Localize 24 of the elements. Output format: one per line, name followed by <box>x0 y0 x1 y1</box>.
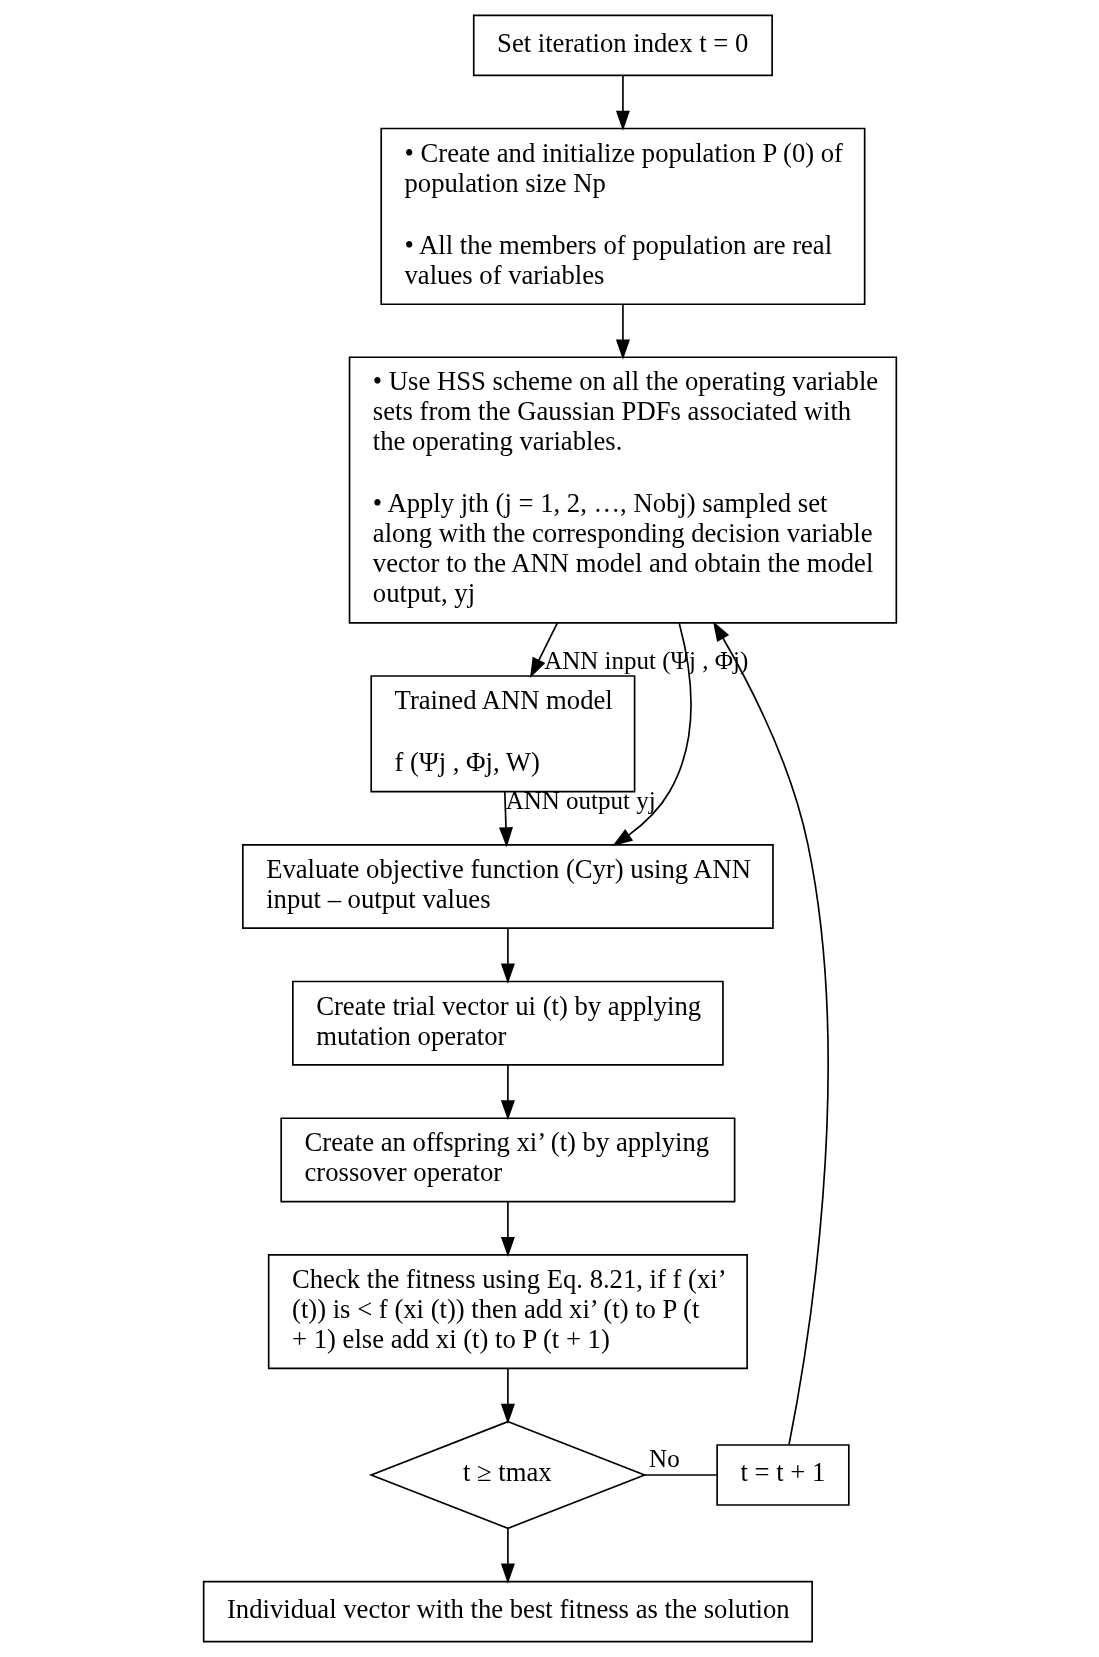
node-box: t = t + 1 <box>715 1444 850 1506</box>
arrow <box>611 622 692 846</box>
node-box: Create an offspring xi’ (t) by applying crossover operator <box>279 1117 735 1203</box>
node-box: Trained ANN model f (Ψj , Φj, W) <box>369 675 635 793</box>
connector <box>643 1474 717 1476</box>
node-box: • Create and initialize population P (0) of population size Np • All the members of population are real values of variables <box>379 127 865 306</box>
arrow <box>500 1367 515 1424</box>
node-box: Set iteration index t = 0 <box>472 14 773 77</box>
arrow <box>529 622 558 678</box>
arrow <box>500 1064 515 1121</box>
arrow <box>498 790 513 848</box>
arrow <box>500 1527 515 1584</box>
arrow <box>615 74 630 131</box>
node-box: • Use HSS scheme on all the operating variable sets from the Gaussian PDFs associated with the operating variables. • Apply jth (j = 1, 2, …, Nobj) sampled set along with the corresponding decision variable vector to the ANN model and obtain the model output, yj <box>348 356 897 624</box>
arrow <box>712 621 829 1446</box>
arrow <box>615 303 630 360</box>
node-box: Check the fitness using Eq. 8.21, if f (xi’ (t)) is < f (xi (t)) then add xi’ (t) to P (t + 1) else add xi (t) to P (t + 1) <box>267 1254 748 1370</box>
arrow <box>500 1201 515 1257</box>
node-diamond: t ≥ tmax <box>368 1420 647 1530</box>
node-box: Evaluate objective function (Cyr) using ANN input – output values <box>241 844 774 930</box>
arrow <box>500 927 515 984</box>
node-box: Individual vector with the best fitness as the solution <box>202 1580 813 1643</box>
edge-label: No <box>648 1444 680 1472</box>
node-box: Create trial vector ui (t) by applying mutation operator <box>291 980 724 1066</box>
